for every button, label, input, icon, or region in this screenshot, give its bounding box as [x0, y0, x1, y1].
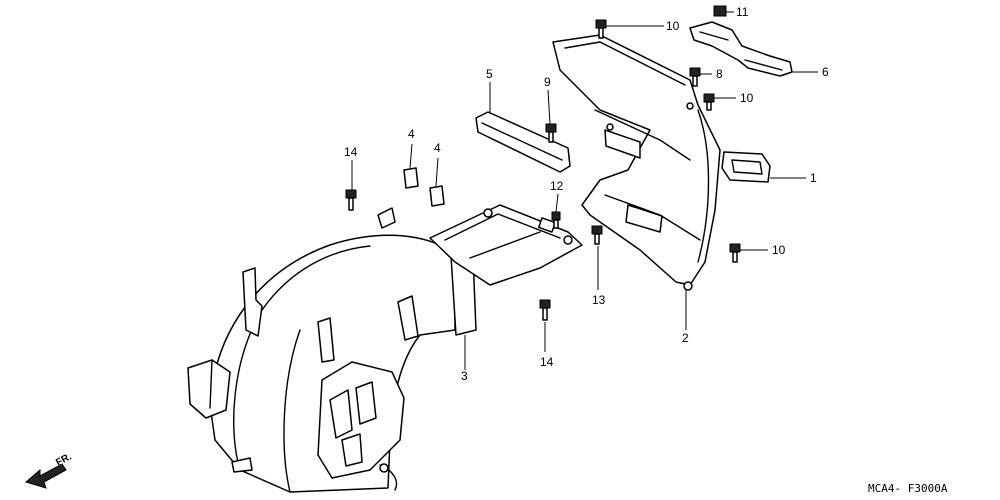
callout-10-low: 10 [772, 243, 786, 257]
callout-6: 6 [822, 65, 829, 79]
callout-10-top: 10 [666, 19, 680, 33]
callout-12: 12 [550, 179, 564, 193]
bolt-10-low [729, 243, 741, 263]
front-direction-label: FR. [54, 451, 74, 468]
front-direction-arrow: FR. [24, 451, 74, 489]
bolt-12 [551, 211, 561, 229]
fasteners [345, 5, 741, 321]
callout-14-lower: 14 [540, 355, 554, 369]
part-rear-inner-fender [187, 204, 583, 493]
part-splash-guard [552, 34, 721, 291]
part-clips [403, 167, 445, 207]
callout-14-upper: 14 [344, 145, 358, 159]
part-bracket [689, 21, 793, 77]
callout-1: 1 [810, 171, 817, 185]
bolt-13 [591, 225, 603, 245]
callout-13: 13 [592, 293, 606, 307]
part-seal-gasket [475, 111, 571, 173]
diagram-code: MCA4- F3000A [868, 482, 948, 495]
bolt-14-lower [539, 299, 551, 321]
callout-labels: 14 4 4 5 9 12 13 14 3 2 10 10 10 8 11 6 … [344, 5, 829, 383]
bolt-8 [689, 67, 701, 87]
bolt-14-upper [345, 189, 357, 211]
callout-4-right: 4 [434, 141, 441, 155]
callout-4-left: 4 [408, 127, 415, 141]
bolt-10-top [595, 19, 607, 39]
part-rubber-pad [721, 151, 771, 183]
bolt-10-mid [703, 93, 715, 111]
callout-2: 2 [682, 331, 689, 345]
callout-8: 8 [716, 67, 723, 81]
callout-3: 3 [461, 369, 468, 383]
callout-11: 11 [736, 5, 749, 19]
leader-lines [351, 11, 818, 370]
callout-10-mid: 10 [740, 91, 754, 105]
callout-5: 5 [486, 67, 493, 81]
bolt-11 [713, 5, 727, 17]
bolt-9 [545, 123, 557, 143]
callout-9: 9 [544, 75, 551, 89]
